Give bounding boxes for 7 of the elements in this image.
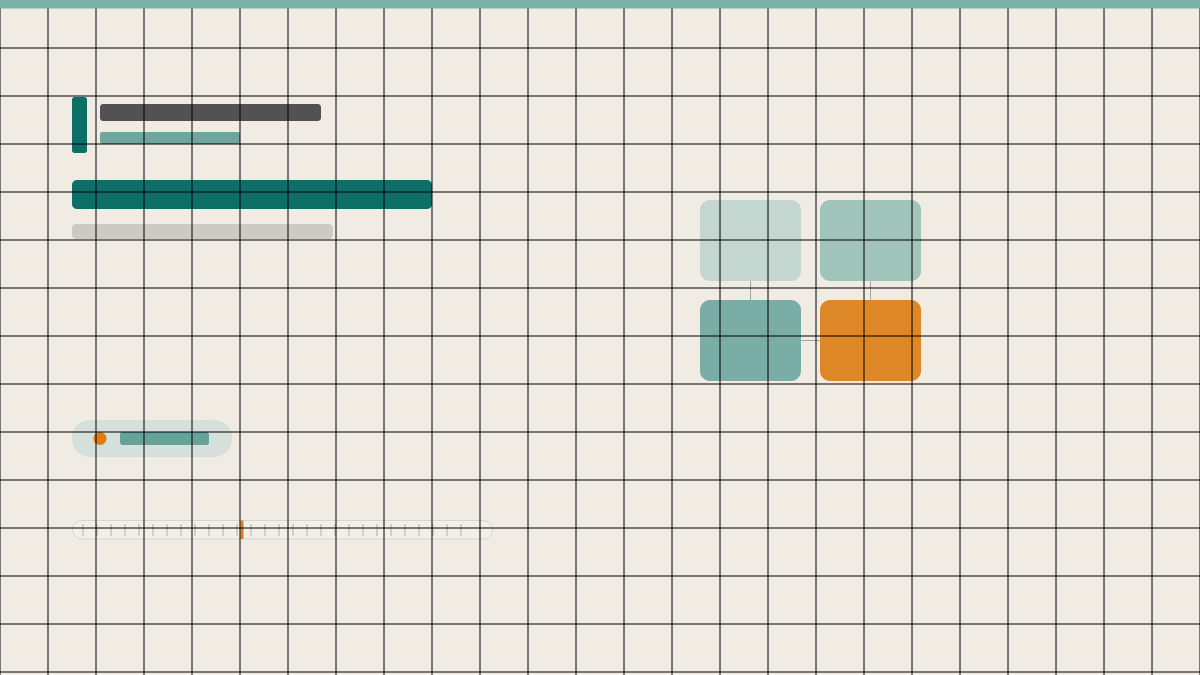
- connector-line: [800, 340, 821, 341]
- rounded-box: [820, 300, 921, 381]
- connector-line: [870, 280, 871, 301]
- rounded-box: [700, 200, 801, 281]
- rounded-box: [820, 200, 921, 281]
- rounded-box: [700, 300, 801, 381]
- connector-line: [750, 280, 751, 301]
